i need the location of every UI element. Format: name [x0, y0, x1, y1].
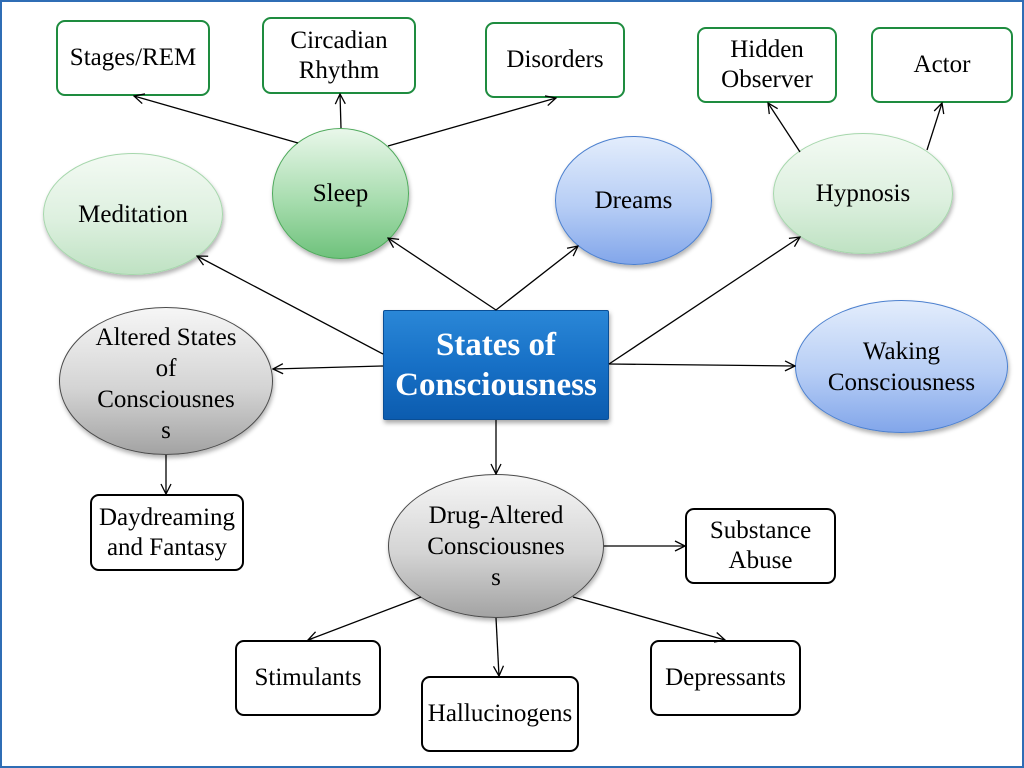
waking-consciousness-ellipse: Waking Consciousness [795, 300, 1008, 433]
arrow-hypnosis-to-hidden-observer [768, 103, 801, 153]
arrow-sleep-to-disorders [387, 98, 556, 147]
dreams-label-line: Dreams [594, 187, 673, 214]
daydreaming-box: Daydreaming and Fantasy [90, 494, 244, 571]
stages-rem-label: Stages/REM [70, 43, 196, 73]
altered-states-label-line: Altered States [95, 323, 237, 351]
stages-rem-box: Stages/REM [56, 20, 210, 96]
hallucinogens-label: Hallucinogens [428, 699, 572, 729]
substance-abuse-label-line: Substance [709, 517, 812, 544]
stimulants-label: Stimulants [255, 663, 362, 693]
meditation-label: Meditation [78, 199, 188, 230]
hypnosis-label-line: Hypnosis [815, 180, 911, 207]
arrow-center-to-dreams [495, 246, 578, 311]
drug-altered-label-line: Drug-Altered [428, 501, 564, 529]
hypnosis-ellipse: Hypnosis [773, 133, 953, 254]
drug-altered-label-line: Consciousnes [427, 532, 565, 560]
stimulants-label-line: Stimulants [254, 664, 362, 691]
substance-abuse-label-line: Abuse [728, 547, 793, 574]
actor-label-line: Actor [913, 51, 971, 78]
altered-states-label-line: s [161, 416, 171, 444]
arrow-center-to-sleep [388, 238, 497, 311]
center-topic-box: States of Consciousness [383, 310, 609, 420]
daydreaming-label-line: and Fantasy [106, 533, 228, 561]
center-topic-label: States of Consciousness [395, 325, 597, 405]
hidden-observer-label: Hidden Observer [721, 35, 813, 95]
depressants-label-line: Depressants [665, 664, 786, 691]
arrow-drug-altered-to-stimulants [308, 596, 422, 640]
substance-abuse-box: Substance Abuse [685, 508, 836, 584]
disorders-label: Disorders [506, 45, 603, 75]
sleep-ellipse: Sleep [272, 128, 409, 259]
arrow-hypnosis-to-actor [926, 103, 942, 151]
daydreaming-label-line: Daydreaming [98, 503, 236, 531]
hidden-observer-label-line: Observer [721, 66, 813, 93]
drug-altered-label: Drug-Altered Consciousnes s [427, 500, 565, 593]
hallucinogens-box: Hallucinogens [421, 676, 579, 752]
disorders-label-line: Disorders [506, 46, 604, 73]
hidden-observer-label-line: Hidden [730, 36, 804, 63]
daydreaming-label: Daydreaming and Fantasy [99, 503, 235, 563]
waking-consciousness-label-line: Consciousness [827, 368, 976, 396]
sleep-label: Sleep [313, 178, 369, 209]
arrow-drug-altered-to-depressants [572, 596, 725, 640]
arrow-sleep-to-circadian-rhythm [340, 94, 341, 129]
substance-abuse-label: Substance Abuse [710, 516, 811, 576]
actor-box: Actor [871, 27, 1013, 103]
circadian-rhythm-label-line: Circadian [290, 26, 388, 54]
center-topic-label-line: Consciousness [395, 367, 597, 403]
arrow-center-to-altered-states [273, 366, 384, 369]
altered-states-label-line: of [155, 354, 177, 382]
stages-rem-label-line: Stages/REM [69, 44, 197, 71]
actor-label: Actor [914, 50, 971, 80]
drug-altered-label-line: s [491, 563, 501, 591]
meditation-label-line: Meditation [78, 200, 188, 228]
waking-consciousness-label-line: Waking [862, 337, 941, 365]
dreams-label: Dreams [595, 185, 673, 216]
dreams-ellipse: Dreams [555, 136, 712, 265]
depressants-label: Depressants [665, 663, 786, 693]
arrow-center-to-waking [608, 364, 795, 366]
drug-altered-ellipse: Drug-Altered Consciousnes s [388, 474, 604, 618]
arrow-sleep-to-stages-rem [134, 96, 299, 144]
circadian-rhythm-label-line: Rhythm [298, 56, 380, 84]
arrow-drug-altered-to-hallucinogens [496, 617, 499, 676]
sleep-label-line: Sleep [312, 180, 369, 207]
hypnosis-label: Hypnosis [816, 178, 910, 209]
disorders-box: Disorders [485, 22, 625, 98]
altered-states-label-line: Consciousnes [97, 385, 235, 413]
meditation-ellipse: Meditation [43, 153, 223, 275]
hallucinogens-label-line: Hallucinogens [427, 700, 573, 727]
circadian-rhythm-box: Circadian Rhythm [262, 17, 416, 94]
altered-states-label: Altered States of Consciousnes s [96, 322, 237, 446]
stimulants-box: Stimulants [235, 640, 381, 716]
depressants-box: Depressants [650, 640, 801, 716]
hidden-observer-box: Hidden Observer [697, 27, 837, 103]
altered-states-ellipse: Altered States of Consciousnes s [59, 307, 273, 455]
circadian-rhythm-label: Circadian Rhythm [290, 26, 387, 86]
center-topic-label-line: States of [435, 327, 557, 363]
waking-consciousness-label: Waking Consciousness [828, 336, 975, 398]
